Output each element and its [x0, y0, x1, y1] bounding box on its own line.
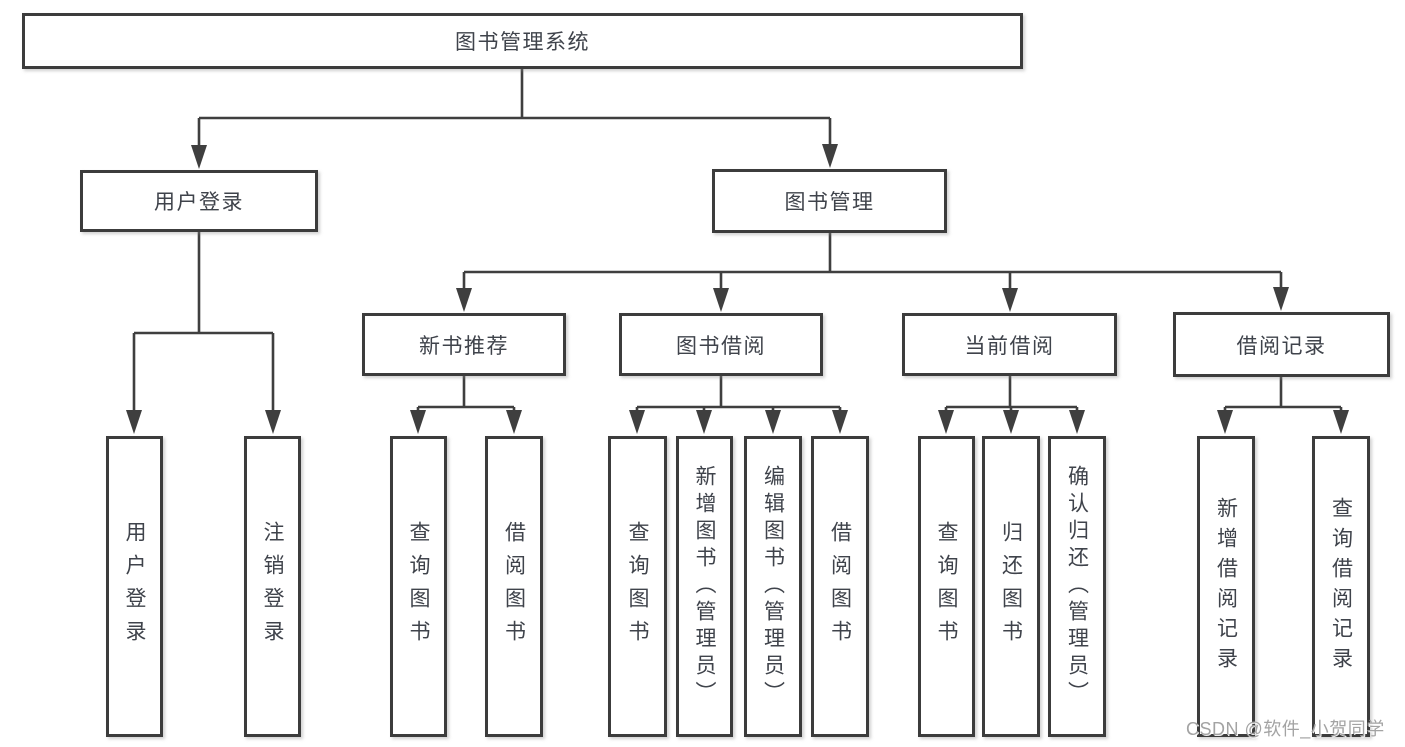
arrow-icon — [265, 410, 281, 434]
node-add-borrow-record-label: 新增借阅记录 — [1214, 496, 1238, 677]
node-borrow-books-borrowing: 借阅图书 — [811, 436, 869, 737]
arrow-icon — [126, 410, 142, 434]
node-user-login-branch: 用户登录 — [80, 170, 318, 232]
node-query-books-borrowing: 查询图书 — [608, 436, 667, 737]
node-user-login-branch-label: 用户登录 — [154, 191, 244, 214]
node-query-books-recommend: 查询图书 — [390, 436, 447, 737]
node-add-book-admin-label: 新增图书（管理员） — [693, 465, 716, 708]
node-new-book-recommend: 新书推荐 — [362, 313, 566, 376]
node-current-borrowing: 当前借阅 — [902, 313, 1117, 376]
node-book-borrowing-label: 图书借阅 — [676, 334, 766, 358]
arrow-icon — [1069, 410, 1085, 434]
node-borrow-books-borrowing-label: 借阅图书 — [828, 520, 852, 653]
node-current-borrowing-label: 当前借阅 — [964, 334, 1055, 358]
node-book-borrowing: 图书借阅 — [619, 313, 823, 376]
node-user-login-leaf-label: 用户登录 — [123, 520, 146, 653]
node-query-books-current-label: 查询图书 — [935, 520, 958, 653]
connector-book-branch — [462, 233, 1283, 290]
arrow-icon — [1003, 410, 1019, 434]
arrow-icon — [1333, 410, 1349, 434]
connector-book-borrowing — [635, 376, 842, 412]
arrow-icon — [696, 410, 712, 434]
node-edit-book-admin: 编辑图书（管理员） — [744, 436, 802, 737]
arrow-icon — [713, 288, 729, 312]
node-user-login-leaf: 用户登录 — [106, 436, 163, 737]
node-book-management: 图书管理 — [712, 169, 947, 233]
arrow-icon — [1217, 410, 1233, 434]
node-query-books-current: 查询图书 — [918, 436, 975, 737]
node-new-book-recommend-label: 新书推荐 — [419, 334, 509, 358]
node-query-books-borrowing-label: 查询图书 — [626, 520, 649, 653]
node-borrow-books-recommend-label: 借阅图书 — [502, 520, 526, 653]
node-add-book-admin: 新增图书（管理员） — [676, 436, 733, 737]
node-edit-book-admin-label: 编辑图书（管理员） — [761, 465, 785, 708]
connector-borrow-records — [1223, 377, 1343, 412]
node-confirm-return-admin: 确认归还（管理员） — [1048, 436, 1106, 737]
arrow-icon — [765, 410, 781, 434]
node-add-borrow-record: 新增借阅记录 — [1197, 436, 1255, 737]
arrow-icon — [506, 410, 522, 434]
connector-user-branch — [132, 232, 275, 412]
arrow-icon — [629, 410, 645, 434]
node-return-book: 归还图书 — [982, 436, 1040, 737]
node-return-book-label: 归还图书 — [999, 520, 1023, 653]
node-query-books-recommend-label: 查询图书 — [407, 520, 430, 653]
connector-root — [197, 69, 832, 148]
arrow-icon — [410, 410, 426, 434]
arrow-icon — [822, 144, 838, 168]
node-logout-label: 注销登录 — [261, 520, 284, 653]
node-root: 图书管理系统 — [22, 13, 1023, 69]
connector-new-book-recommend — [416, 376, 516, 412]
node-borrow-books-recommend: 借阅图书 — [485, 436, 543, 737]
node-borrow-records-label: 借阅记录 — [1236, 334, 1327, 358]
arrow-icon — [938, 410, 954, 434]
arrow-icon — [1002, 288, 1018, 312]
watermark-text: CSDN @软件_小贺同学 — [1186, 719, 1385, 739]
node-book-management-label: 图书管理 — [784, 191, 875, 214]
node-query-borrow-record-label: 查询借阅记录 — [1329, 496, 1353, 677]
connector-current-borrowing — [944, 376, 1079, 412]
node-confirm-return-admin-label: 确认归还（管理员） — [1065, 465, 1089, 708]
node-logout: 注销登录 — [244, 436, 301, 737]
arrow-icon — [191, 145, 207, 169]
node-query-borrow-record: 查询借阅记录 — [1312, 436, 1370, 737]
node-borrow-records: 借阅记录 — [1173, 312, 1390, 377]
node-root-label: 图书管理系统 — [455, 31, 590, 54]
arrow-icon — [1273, 287, 1289, 311]
arrow-icon — [832, 410, 848, 434]
arrow-icon — [456, 288, 472, 312]
